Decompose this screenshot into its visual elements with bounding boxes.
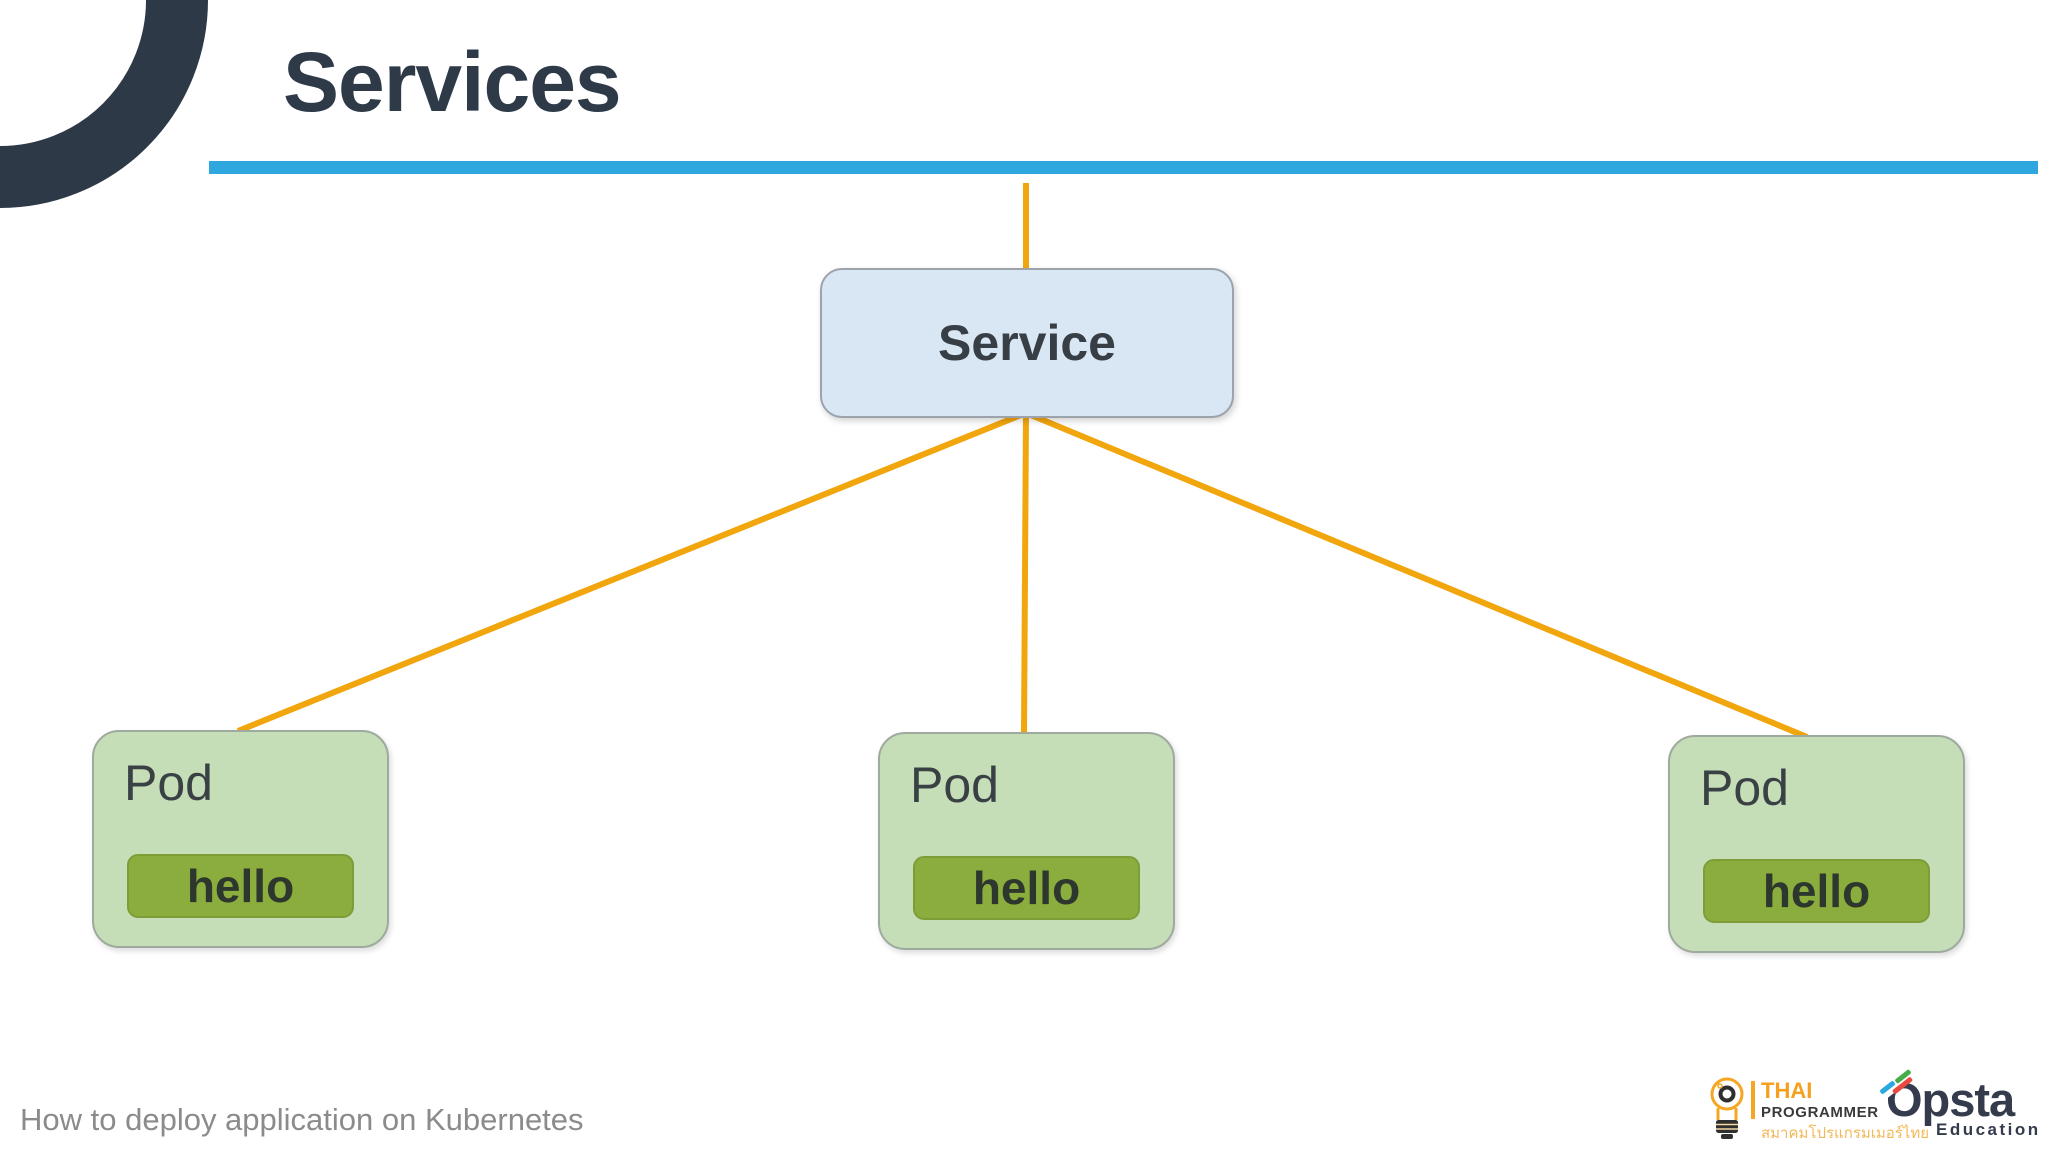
title-underline [209, 161, 2038, 174]
service-node-label: Service [938, 315, 1116, 371]
opsta-education-label: Education [1936, 1120, 2041, 1139]
pod-label: Pod [124, 755, 213, 811]
connector-service-to-pod-1 [236, 410, 1028, 734]
logo-divider [1751, 1081, 1755, 1119]
container-label: hello [186, 860, 295, 912]
container-label: hello [972, 862, 1081, 914]
footer-caption: How to deploy application on Kubernetes [20, 1102, 584, 1137]
thai-logo-subtitle: PROGRAMMER [1761, 1104, 1879, 1122]
container-badge: hello [127, 854, 354, 918]
container-label: hello [1762, 865, 1871, 917]
container-badge: hello [913, 856, 1140, 920]
thai-programmer-logo: THAI PROGRAMMER สมาคมโปรแกรมเมอร์ไทย [1703, 1070, 1929, 1150]
opsta-logo: Opsta Education [1878, 1068, 2042, 1148]
connector-service-to-pod-2 [1021, 412, 1029, 735]
page-title: Services [283, 35, 622, 129]
pod-node-3: Pod hello [1668, 735, 1965, 953]
container-badge: hello [1703, 859, 1930, 923]
pod-label: Pod [1700, 760, 1789, 816]
pod-node-1: Pod hello [92, 730, 389, 948]
pod-node-2: Pod hello [878, 732, 1175, 950]
connector-service-to-pod-3 [1024, 410, 1809, 740]
thai-logo-title: THAI [1761, 1078, 1813, 1103]
lightbulb-icon [1710, 1077, 1744, 1139]
thai-programmer-text: THAI PROGRAMMER สมาคมโปรแกรมเมอร์ไทย [1761, 1079, 1929, 1143]
thai-logo-thai-script: สมาคมโปรแกรมเมอร์ไทย [1761, 1125, 1930, 1143]
service-node: Service [820, 268, 1234, 418]
pod-label: Pod [910, 757, 999, 813]
